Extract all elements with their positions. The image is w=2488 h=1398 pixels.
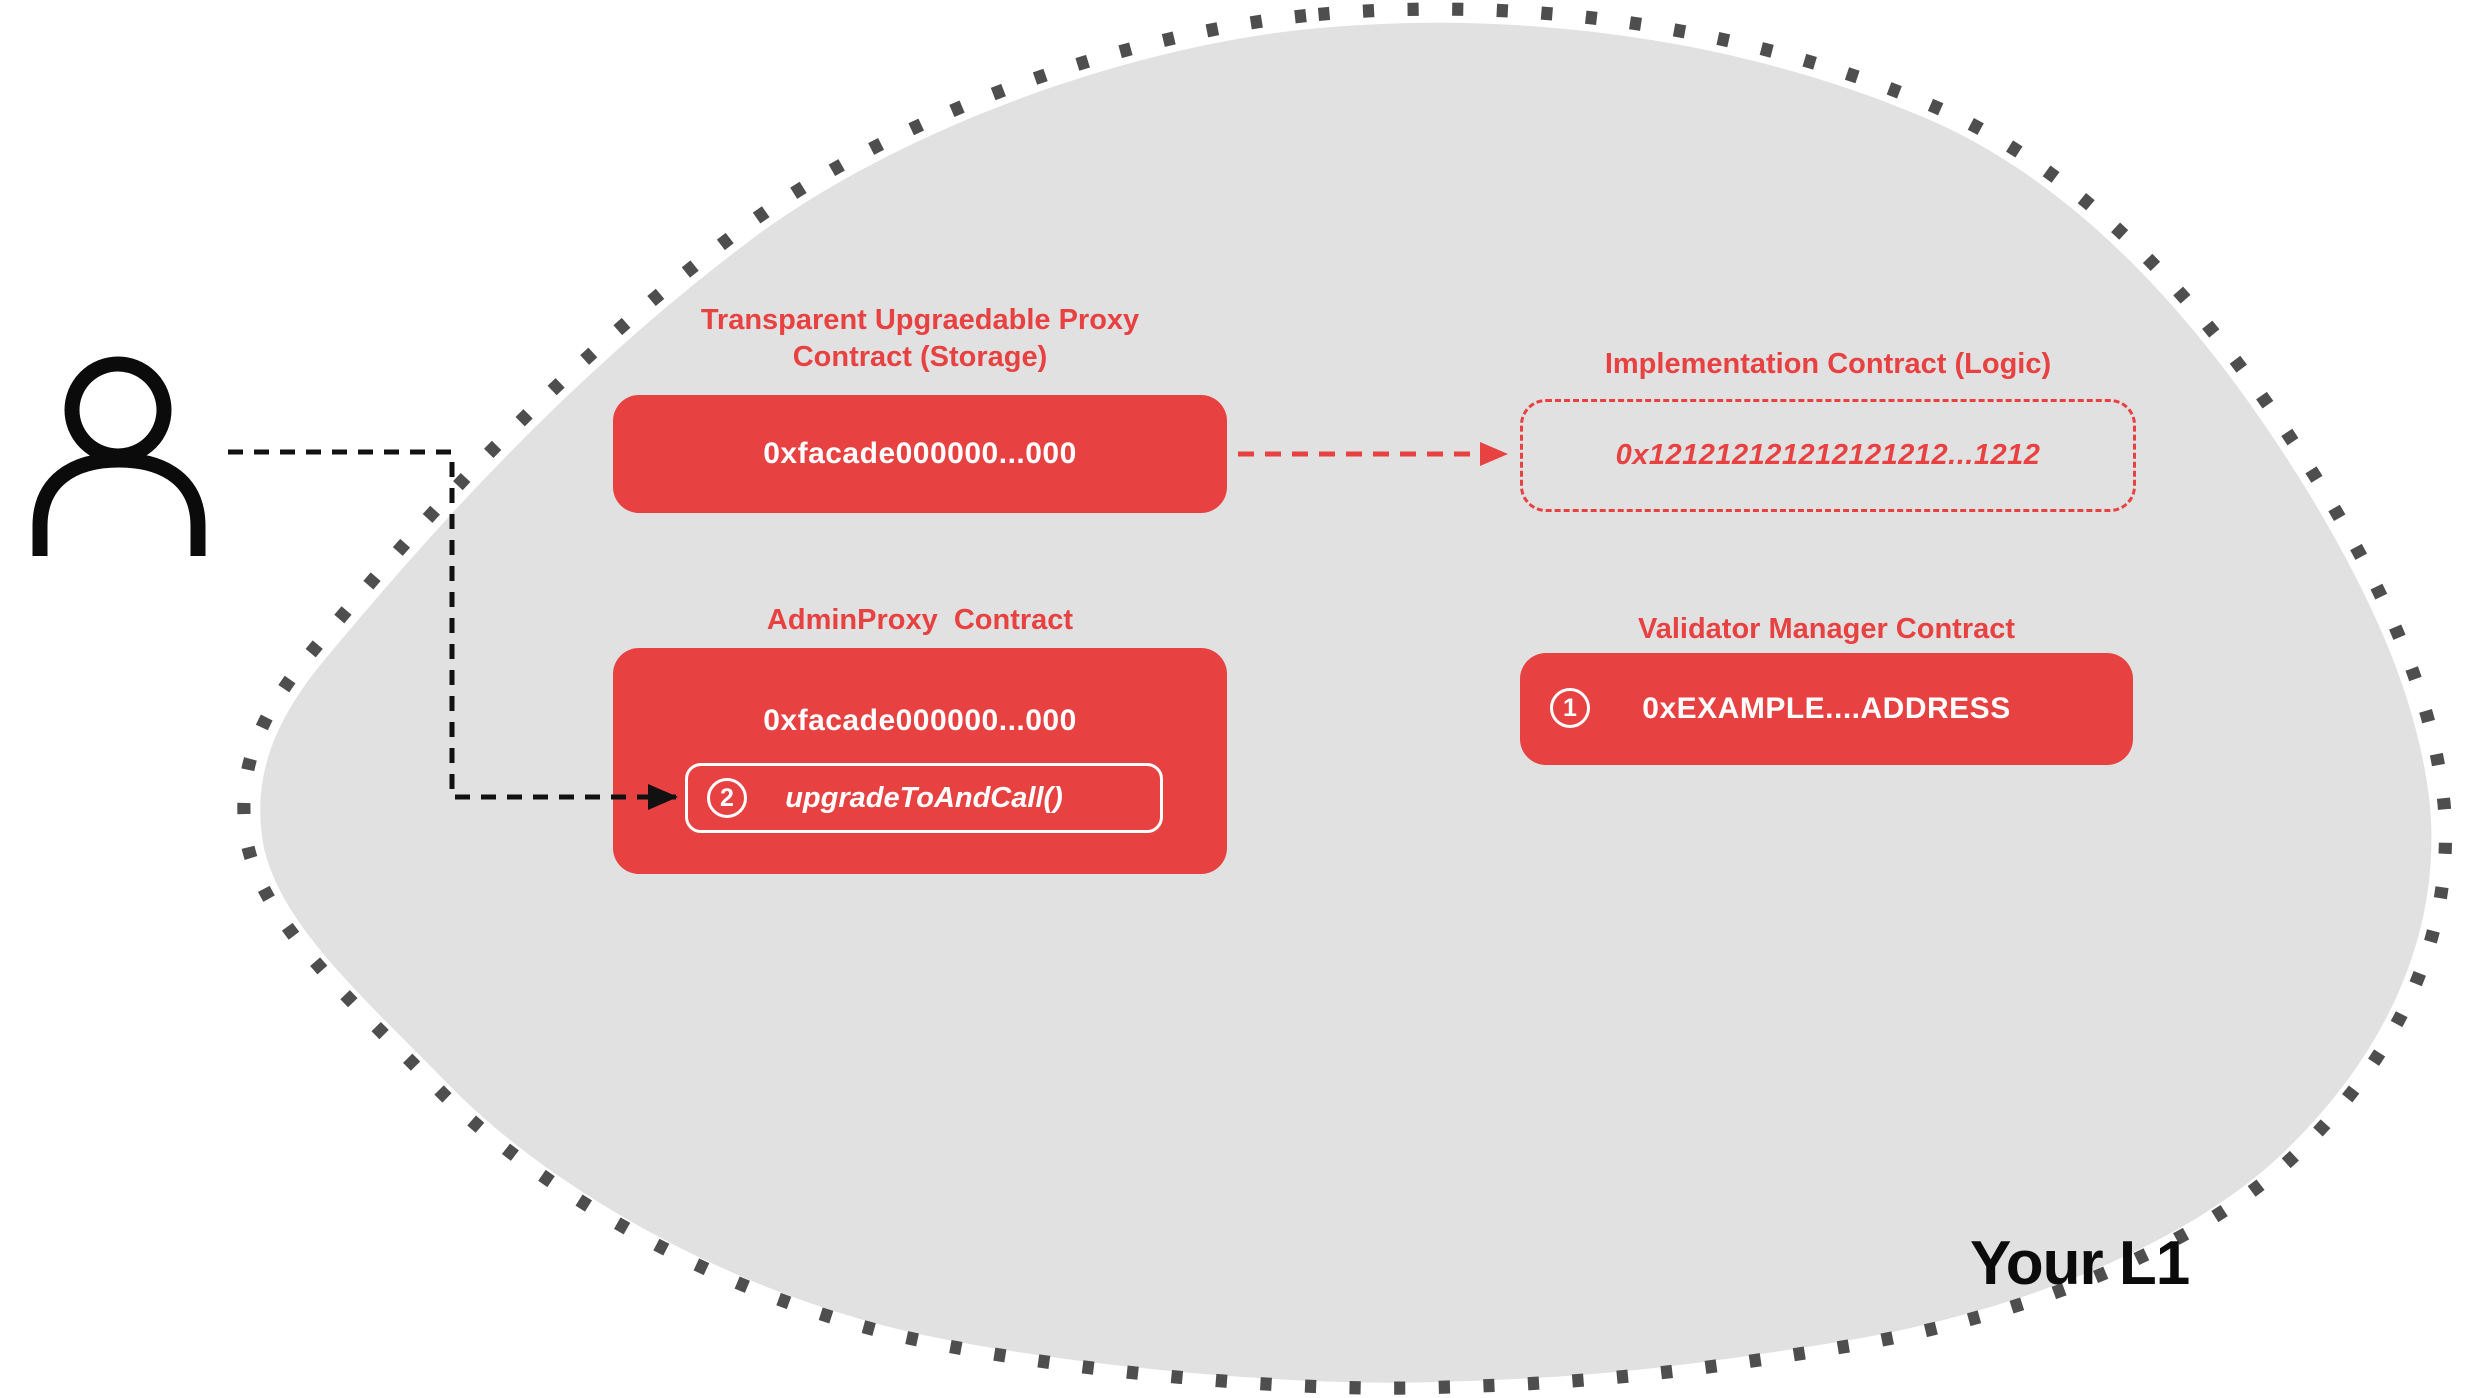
- proxy-contract-title-line1: Transparent Upgraedable Proxy: [700, 304, 1140, 336]
- proxy-contract-title-line2: Contract (Storage): [792, 341, 1048, 374]
- upgrade-method-label: upgradeToAndCall(): [785, 781, 1063, 814]
- implementation-contract-box: 0x121212121212121212...1212: [1520, 399, 2136, 512]
- proxy-contract-address: 0xfacade000000...000: [763, 437, 1077, 470]
- step-1-badge: 1: [1550, 688, 1590, 728]
- validator-manager-title: Validator Manager Contract: [1637, 613, 2016, 645]
- admin-proxy-address: 0xfacade000000...000: [763, 704, 1077, 737]
- proxy-contract-box: 0xfacade000000...000: [613, 395, 1227, 513]
- validator-manager-address: 0xEXAMPLE....ADDRESS: [1642, 692, 2011, 725]
- implementation-contract-address: 0x121212121212121212...1212: [1615, 439, 2041, 471]
- proxy-contract-title: Transparent Upgraedable Proxy Contract (…: [613, 302, 1227, 376]
- admin-proxy-box: 0xfacade000000...000 2 upgradeToAndCall(…: [613, 648, 1227, 874]
- admin-proxy-title: AdminProxy Contract: [766, 604, 1074, 636]
- upgrade-method-box: 2 upgradeToAndCall(): [685, 763, 1163, 833]
- step-2-badge: 2: [707, 778, 747, 818]
- implementation-contract-title: Implementation Contract (Logic): [1604, 348, 2052, 380]
- region-label: Your L1: [1970, 1229, 2190, 1298]
- validator-manager-box: 1 0xEXAMPLE....ADDRESS: [1520, 653, 2133, 765]
